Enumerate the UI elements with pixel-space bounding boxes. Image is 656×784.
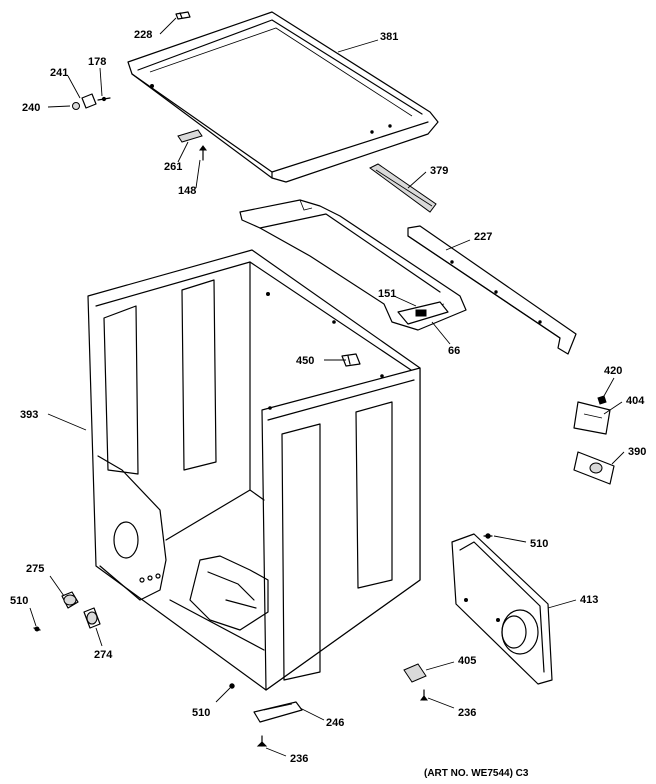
label-236-right: 236 (458, 707, 476, 719)
hinge-clip (175, 11, 191, 20)
hinge-plate (177, 129, 203, 143)
leveling-foot-274 (83, 607, 101, 629)
label-241: 241 (50, 67, 68, 79)
label-236-bottom: 236 (290, 753, 308, 765)
hinge-washer (72, 102, 80, 110)
lid-switch-bracket (397, 301, 449, 325)
panel-404 (573, 401, 611, 435)
label-381: 381 (380, 31, 398, 43)
label-393: 393 (20, 409, 38, 421)
label-450: 450 (296, 355, 314, 367)
label-178: 178 (88, 56, 106, 68)
screw-420 (597, 395, 607, 405)
label-148: 148 (178, 185, 196, 197)
label-240: 240 (22, 102, 40, 114)
hinge-screw (97, 96, 111, 102)
bracket-405 (403, 663, 427, 683)
label-246: 246 (326, 717, 344, 729)
hinge-bracket (81, 93, 97, 109)
art-number: (ART NO. WE7544) C3 (424, 768, 529, 779)
label-510-left: 510 (10, 595, 28, 607)
label-228: 228 (134, 29, 152, 41)
label-275: 275 (26, 563, 44, 575)
cabinet-clip (341, 353, 361, 367)
label-390: 390 (628, 446, 646, 458)
label-413: 413 (580, 594, 598, 606)
label-261: 261 (164, 161, 182, 173)
label-274: 274 (94, 649, 113, 661)
door-strike-246 (253, 701, 303, 723)
label-404: 404 (626, 395, 645, 407)
label-227: 227 (474, 231, 492, 243)
cabinet (87, 249, 421, 691)
label-405: 405 (458, 655, 476, 667)
screw-510-right (483, 533, 493, 539)
lid-switch-strip (369, 163, 437, 213)
label-420: 420 (604, 365, 622, 377)
top-panel (127, 11, 439, 183)
top-bracket (239, 199, 467, 331)
nameplate-390 (573, 451, 615, 485)
label-510-right: 510 (530, 538, 548, 550)
leader-lines (29, 17, 625, 757)
label-510-bottom: 510 (192, 707, 210, 719)
front-rail (407, 225, 577, 355)
label-66: 66 (448, 345, 460, 357)
label-379: 379 (430, 165, 448, 177)
leveling-leg-275 (61, 591, 79, 609)
screw-236-right (420, 689, 428, 701)
screw-236-bottom (256, 735, 268, 747)
front-panel-413 (451, 533, 553, 685)
screw-510-bottom (229, 683, 235, 689)
hinge-plate-screw (199, 145, 207, 161)
screw-510-left (33, 626, 41, 632)
label-151: 151 (378, 288, 396, 300)
part-labels: 228 381 241 178 240 261 148 379 227 151 … (10, 29, 646, 765)
